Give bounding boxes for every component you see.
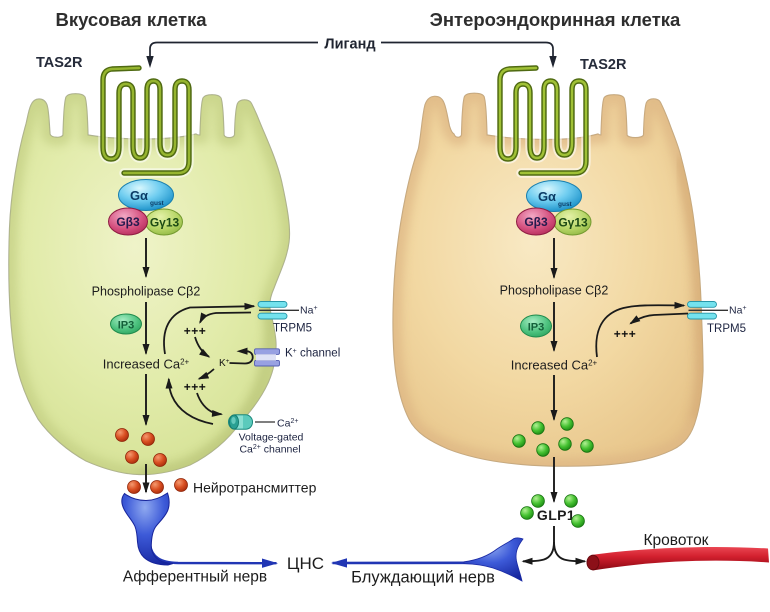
svg-text:Энтероэндокринная клетка: Энтероэндокринная клетка xyxy=(430,9,681,30)
svg-text:Вкусовая клетка: Вкусовая клетка xyxy=(55,9,207,30)
svg-text:Increased Ca2+: Increased Ca2+ xyxy=(511,358,598,373)
svg-text:Блуждающий нерв: Блуждающий нерв xyxy=(351,569,495,587)
svg-text:Нейротрансмиттер: Нейротрансмиттер xyxy=(193,480,317,496)
svg-text:IP3: IP3 xyxy=(118,320,135,332)
svg-text:Афферентный нерв: Афферентный нерв xyxy=(123,569,267,586)
svg-text:Gβ3: Gβ3 xyxy=(116,215,140,229)
svg-text:ЦНС: ЦНС xyxy=(287,554,324,573)
svg-text:Gα: Gα xyxy=(538,189,556,204)
svg-text:gust: gust xyxy=(150,200,165,207)
svg-text:TRPM5: TRPM5 xyxy=(273,323,312,335)
svg-text:Gβ3: Gβ3 xyxy=(524,215,548,229)
svg-text:GLP1: GLP1 xyxy=(537,507,575,523)
svg-text:+++: +++ xyxy=(184,324,207,338)
svg-text:TRPM5: TRPM5 xyxy=(707,323,746,335)
svg-text:Gγ13: Gγ13 xyxy=(558,216,588,230)
svg-text:Ca2+: Ca2+ xyxy=(277,418,298,430)
svg-text:Кровоток: Кровоток xyxy=(644,532,709,549)
svg-text:K+: K+ xyxy=(219,358,230,369)
svg-text:+++: +++ xyxy=(614,327,637,341)
svg-text:Voltage-gated: Voltage-gated xyxy=(239,432,304,444)
svg-text:Increased Ca2+: Increased Ca2+ xyxy=(103,357,190,372)
svg-text:gust: gust xyxy=(558,201,573,208)
svg-text:Ca2+ channel: Ca2+ channel xyxy=(239,444,300,456)
svg-text:+++: +++ xyxy=(184,380,207,394)
svg-text:TAS2R: TAS2R xyxy=(36,55,83,71)
svg-text:Phospholipase Cβ2: Phospholipase Cβ2 xyxy=(92,285,201,299)
svg-text:Лиганд: Лиганд xyxy=(324,37,375,53)
svg-text:K+ channel: K+ channel xyxy=(285,348,340,360)
svg-text:IP3: IP3 xyxy=(528,322,545,334)
svg-text:TAS2R: TAS2R xyxy=(580,57,627,73)
svg-text:Gγ13: Gγ13 xyxy=(150,216,180,230)
svg-text:Na+: Na+ xyxy=(300,305,318,317)
svg-text:Gα: Gα xyxy=(130,188,148,203)
svg-text:Na+: Na+ xyxy=(729,305,747,317)
svg-text:Phospholipase Cβ2: Phospholipase Cβ2 xyxy=(500,284,609,298)
